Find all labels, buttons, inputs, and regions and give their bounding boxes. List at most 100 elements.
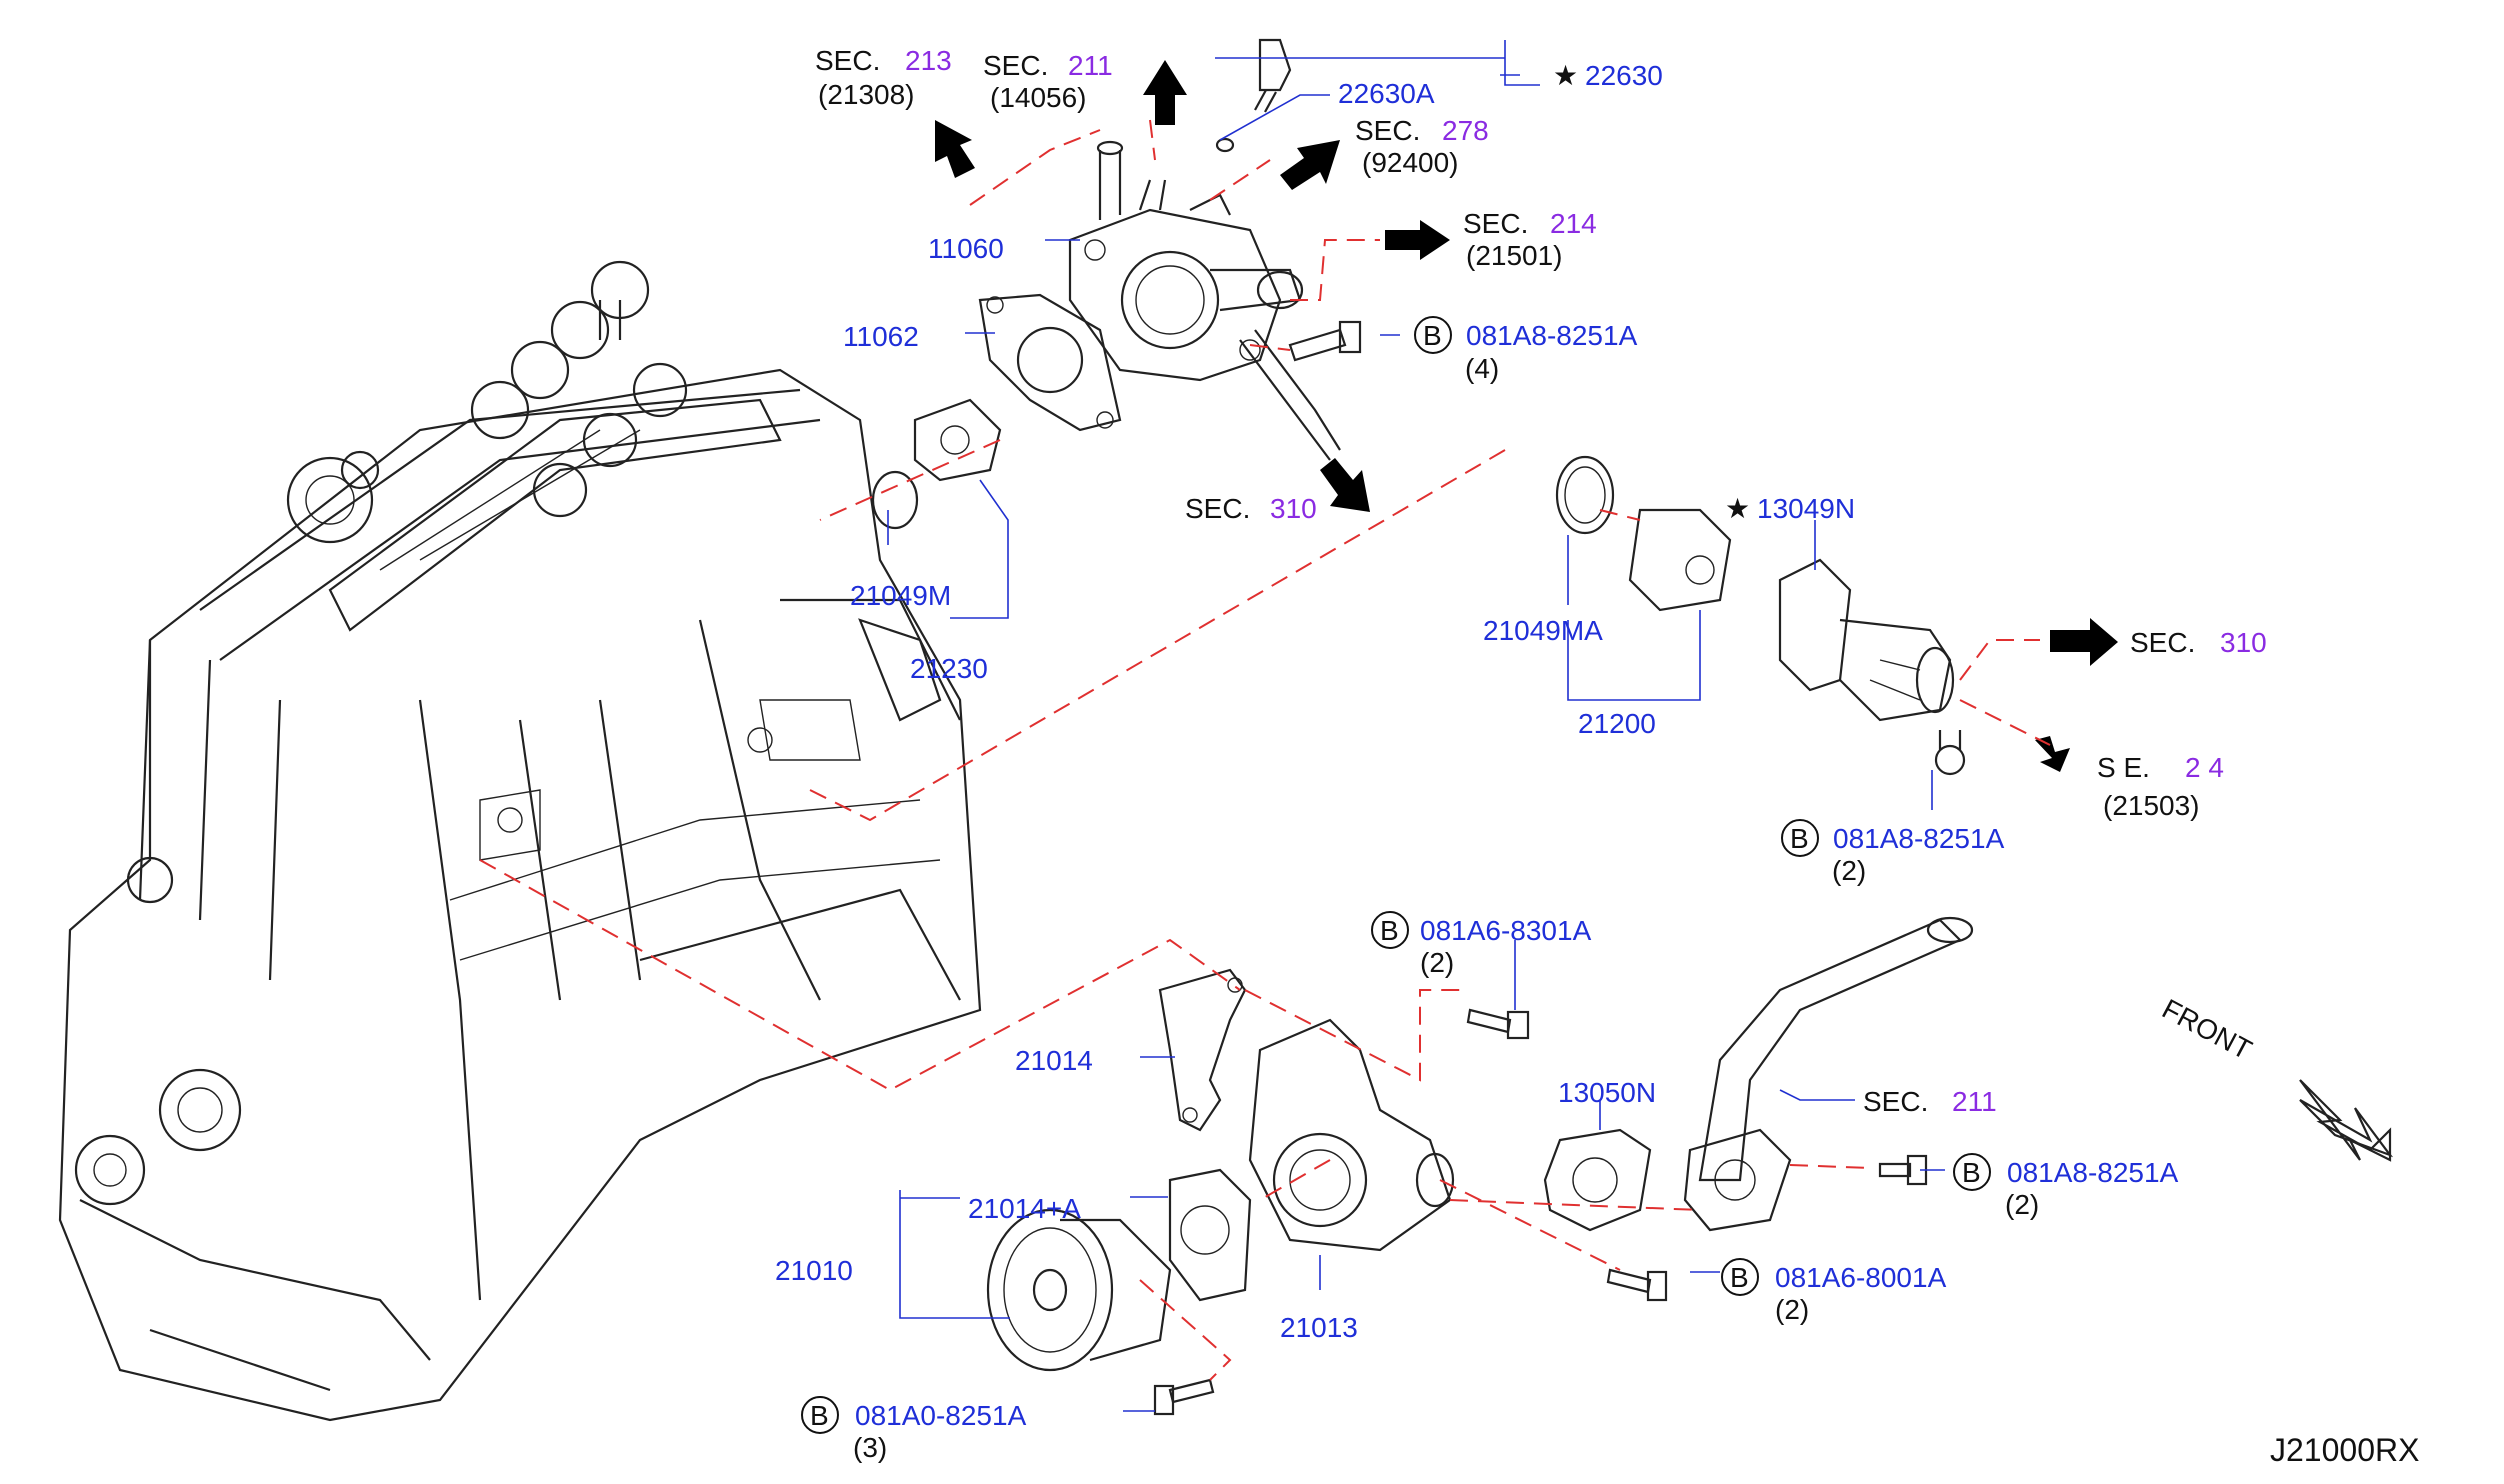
bolt-symbol: B xyxy=(1423,320,1442,351)
bolt-code: 081A6-8301A xyxy=(1420,915,1592,946)
bolt-code: 081A8-8251A xyxy=(1466,320,1638,351)
bolt-qty: (2) xyxy=(1775,1294,1809,1325)
svg-text:S E.: S E. xyxy=(2097,752,2150,783)
bolt-icon-upper xyxy=(1288,320,1362,362)
arrow-sec214b xyxy=(2035,736,2070,772)
sec-number: 211 xyxy=(1068,50,1113,81)
water-pump-21010 xyxy=(986,1208,1172,1372)
bolt-symbol: B xyxy=(810,1400,829,1431)
svg-text:SEC.: SEC. xyxy=(1185,493,1250,524)
part-21049M: 21049M xyxy=(850,580,951,611)
sec-prefix: SEC. xyxy=(1185,493,1250,524)
sec-prefix: SEC. xyxy=(1463,208,1528,239)
part-number: 13049N xyxy=(1757,493,1855,524)
part-11060: 11060 xyxy=(928,233,1004,264)
bolt-code: 081A8-8251A xyxy=(2007,1157,2179,1188)
arrow-sec213 xyxy=(935,120,975,178)
bolt-qty: (2) xyxy=(2005,1189,2039,1220)
part-21014: 21014 xyxy=(1015,1045,1093,1076)
bolt-qty: (4) xyxy=(1465,353,1499,384)
star-icon: ★ xyxy=(1725,493,1750,524)
dashed-leaders xyxy=(479,119,2051,1381)
sec-number: 213 xyxy=(905,45,952,76)
section-label-211-bottom: SEC. 211 xyxy=(1863,1086,1997,1117)
bolt-qty: (3) xyxy=(853,1432,887,1463)
bolt-code: 081A8-8251A xyxy=(1833,823,2005,854)
bolt-label-b3: B 081A6-8301A (2) xyxy=(1371,911,1592,978)
arrow-sec310a xyxy=(1320,458,1370,512)
part-22630: ★ 22630 xyxy=(1553,60,1663,91)
water-temp-sensor-22630 xyxy=(1215,38,1292,153)
section-label-213: SEC. 213 (21308) xyxy=(815,45,952,110)
sec-number: 2 4 xyxy=(2185,752,2224,783)
part-13049N: ★ 13049N xyxy=(1725,493,1855,524)
section-arrows xyxy=(935,60,2118,772)
part-22630A: 22630A xyxy=(1338,78,1435,109)
arrow-sec278 xyxy=(1280,140,1340,190)
gasket-11062 xyxy=(978,293,1122,432)
part-21049MA: 21049MA xyxy=(1483,615,1603,646)
bolt-qty: (2) xyxy=(1832,855,1866,886)
sec-number: 214 xyxy=(1550,208,1597,239)
bolt-label-b6: B 081A0-8251A (3) xyxy=(801,1396,1027,1463)
bolt-icon-right xyxy=(1934,730,1966,776)
bolt-qty: (2) xyxy=(1420,947,1454,978)
water-pump-housing-21013 xyxy=(1248,1018,1455,1252)
bolt-label-b4: B 081A8-8251A (2) xyxy=(1953,1153,2179,1220)
thermostat-housing-13049N xyxy=(1555,455,1955,722)
arrow-sec214a xyxy=(1385,220,1450,260)
bolt-symbol: B xyxy=(1790,823,1809,854)
sec-prefix: S E. xyxy=(2097,752,2150,783)
sec-prefix: SEC. xyxy=(1863,1086,1928,1117)
engine-block-illustration xyxy=(58,260,982,1422)
svg-text:SEC.: SEC. xyxy=(983,50,1048,81)
bolt-symbol: B xyxy=(1730,1262,1749,1293)
section-label-211-top: SEC. 211 (14056) xyxy=(983,50,1113,113)
part-leaders xyxy=(887,40,1945,1412)
bracket-21014 xyxy=(1158,968,1247,1132)
gasket-13050N xyxy=(1543,1128,1652,1232)
bolt-symbol: B xyxy=(1962,1157,1981,1188)
sec-prefix: SEC. xyxy=(2130,627,2195,658)
sec-ref: (14056) xyxy=(990,82,1087,113)
sec-prefix: SEC. xyxy=(1355,115,1420,146)
part-21010: 21010 xyxy=(775,1255,853,1286)
bolt-symbol: B xyxy=(1380,915,1399,946)
bolt-label-b5: B 081A6-8001A (2) xyxy=(1721,1258,1947,1325)
section-label-214-right: S E. 2 4 (21503) xyxy=(2097,752,2224,821)
section-label-214-top: SEC. 214 (21501) xyxy=(1463,208,1597,271)
front-label: FRONT xyxy=(2157,993,2257,1066)
bolt-icons-lower xyxy=(1153,1008,1928,1416)
svg-text:SEC.: SEC. xyxy=(815,45,880,76)
section-label-310-right: SEC. 310 xyxy=(2130,627,2267,658)
sec-ref: (21501) xyxy=(1466,240,1563,271)
sec-ref: (21503) xyxy=(2103,790,2200,821)
part-21014A: 21014+A xyxy=(968,1193,1081,1224)
arrow-sec211 xyxy=(1143,60,1187,125)
svg-text:SEC.: SEC. xyxy=(1355,115,1420,146)
front-arrow-icon xyxy=(2299,1079,2394,1162)
bolt-label-b1: B 081A8-8251A (4) xyxy=(1414,316,1638,384)
star-icon: ★ xyxy=(1553,60,1578,91)
sec-ref: (92400) xyxy=(1362,147,1459,178)
part-21230: 21230 xyxy=(910,653,988,684)
sec-number: 211 xyxy=(1952,1086,1997,1117)
section-label-278: SEC. 278 (92400) xyxy=(1355,115,1489,178)
sec-number: 278 xyxy=(1442,115,1489,146)
water-inlet-pipe xyxy=(1683,916,1974,1232)
svg-text:SEC.: SEC. xyxy=(1863,1086,1928,1117)
bolt-code: 081A6-8001A xyxy=(1775,1262,1947,1293)
part-11062: 11062 xyxy=(843,321,919,352)
sec-number: 310 xyxy=(2220,627,2267,658)
thermostat-21230 xyxy=(871,398,1002,530)
section-label-310-left: SEC. 310 xyxy=(1185,493,1317,524)
bolt-code: 081A0-8251A xyxy=(855,1400,1027,1431)
svg-text:SEC.: SEC. xyxy=(1463,208,1528,239)
part-13050N: 13050N xyxy=(1558,1077,1656,1108)
sec-number: 310 xyxy=(1270,493,1317,524)
gasket-21014A xyxy=(1168,1168,1252,1302)
sec-prefix: SEC. xyxy=(815,45,880,76)
arrow-sec310b xyxy=(2050,618,2118,666)
part-21200: 21200 xyxy=(1578,708,1656,739)
